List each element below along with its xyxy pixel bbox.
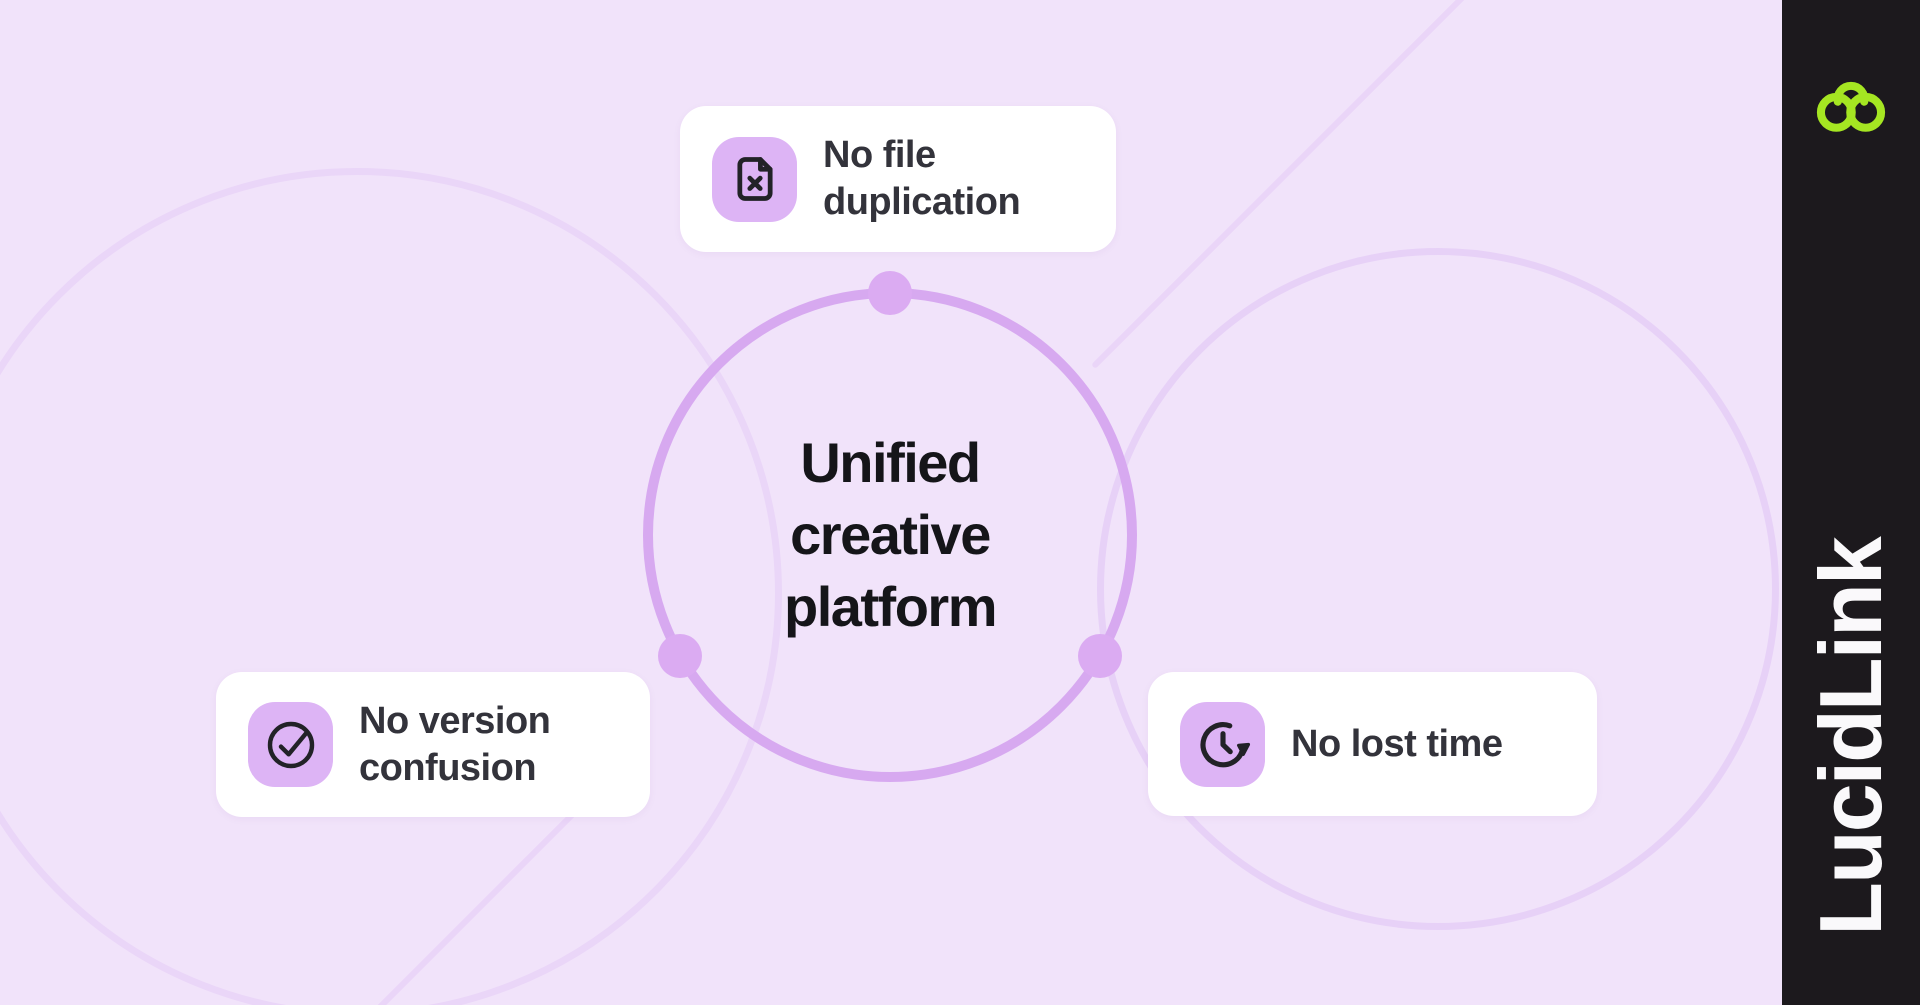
- decorative-circle-right: [1097, 248, 1779, 930]
- connector-node-left: [658, 634, 702, 678]
- icon-tile: [1180, 701, 1265, 787]
- clock-rotate-icon: [1200, 722, 1250, 768]
- benefit-card-lost-time: No lost time: [1148, 672, 1597, 816]
- brand-sidebar: LucidLink: [1782, 0, 1920, 1005]
- connector-node-right: [1078, 634, 1122, 678]
- benefit-card-version-confusion: No version confusion: [216, 672, 650, 817]
- benefit-card-label: No lost time: [1291, 722, 1503, 765]
- icon-tile: [248, 702, 333, 787]
- diagram-title: Unified creative platform: [784, 431, 998, 638]
- circle-check-icon: [267, 721, 314, 768]
- connector-node-top: [868, 271, 912, 315]
- icon-tile: [712, 136, 797, 222]
- benefit-card-label: No version confusion: [359, 699, 551, 789]
- benefit-card-label: No file duplication: [823, 134, 1021, 223]
- lucidlink-logo-icon: [1816, 81, 1886, 132]
- file-x-icon: [736, 157, 773, 201]
- brand-wordmark: LucidLink: [1801, 538, 1900, 936]
- benefit-card-file-duplication: No file duplication: [680, 106, 1116, 252]
